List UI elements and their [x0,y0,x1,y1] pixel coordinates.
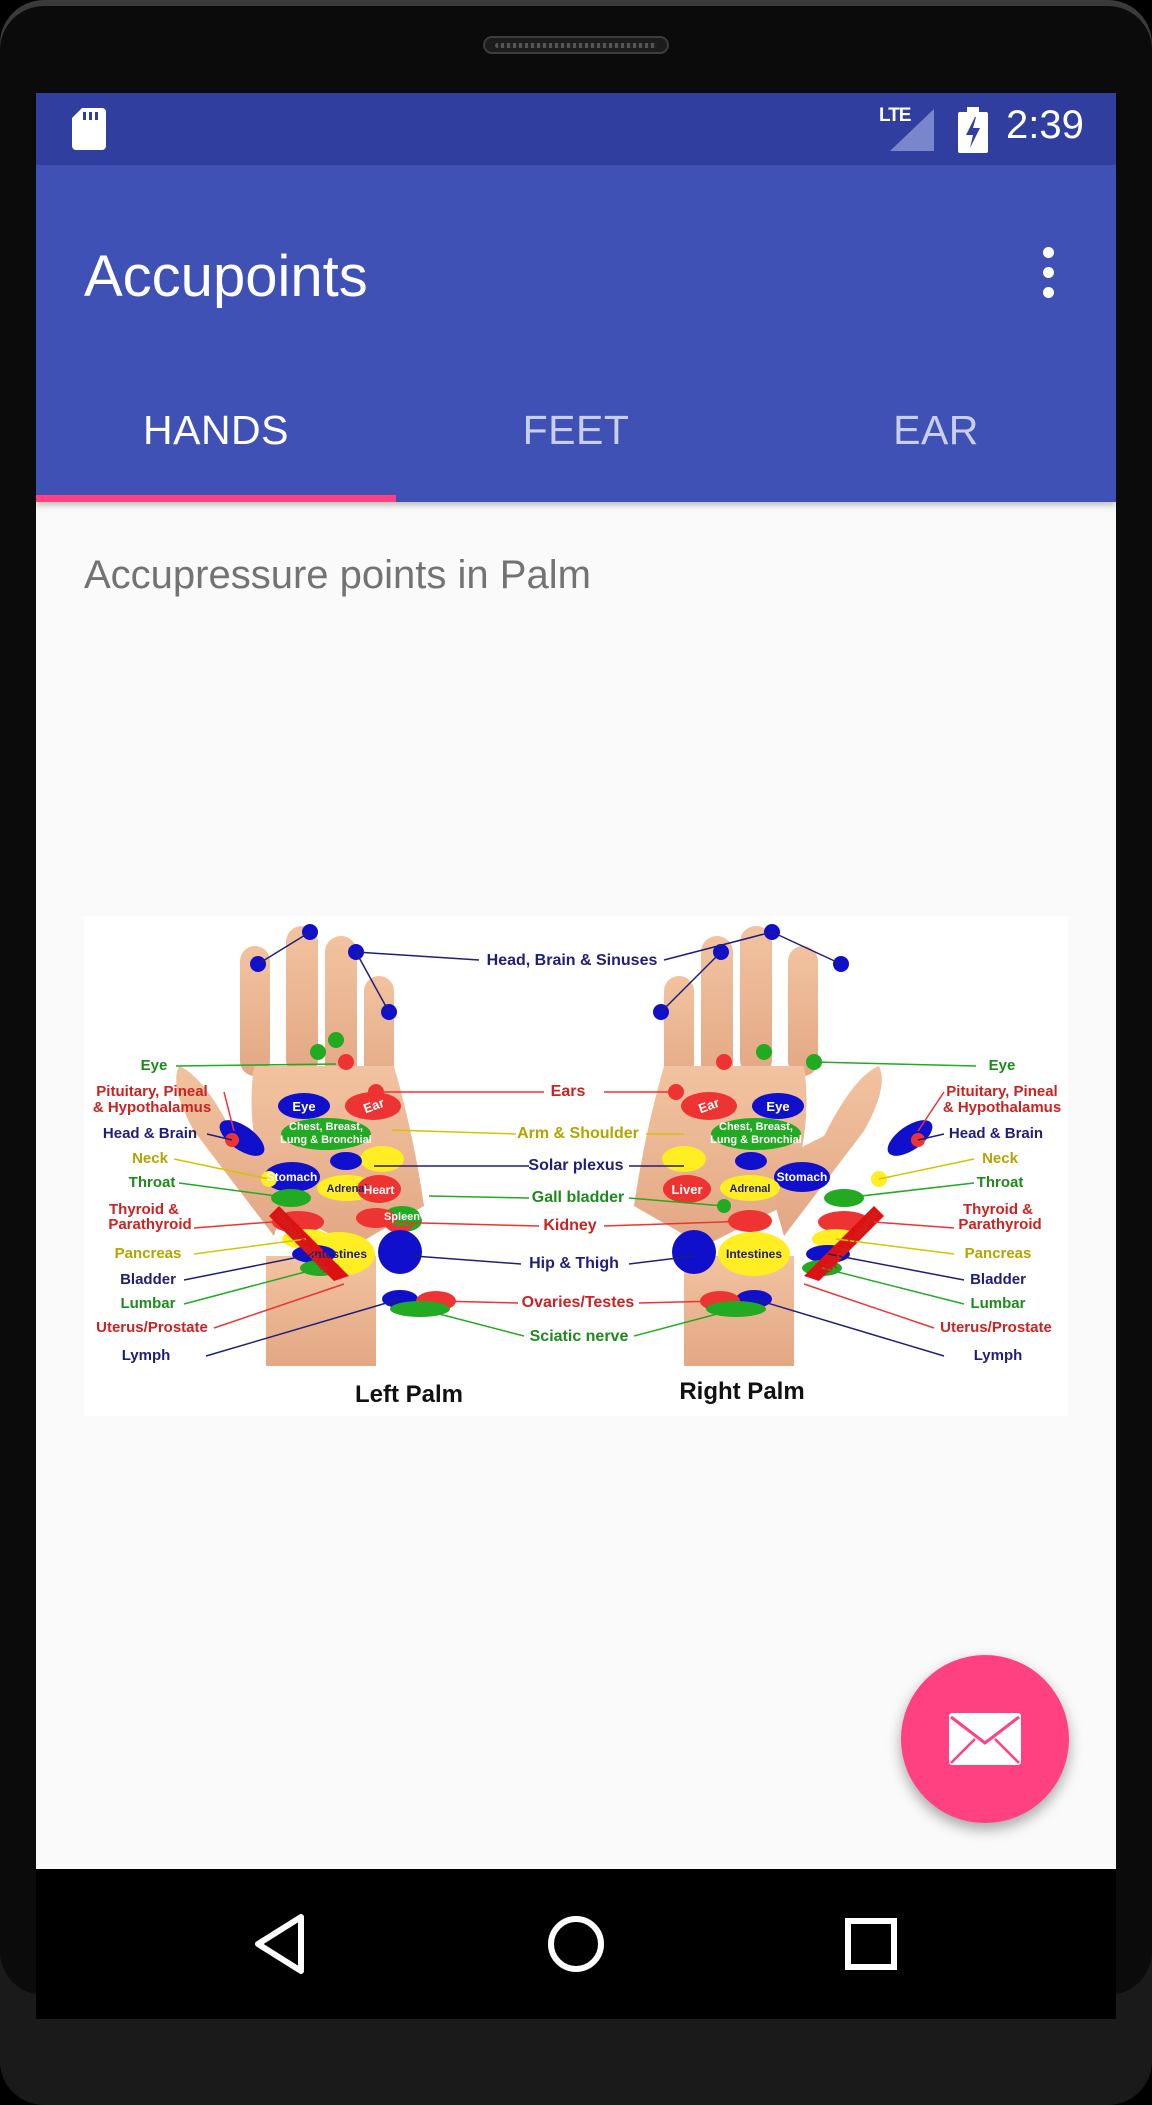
back-icon[interactable] [246,1909,316,1979]
svg-text:Heart: Heart [364,1183,395,1197]
svg-text:Neck: Neck [982,1150,1019,1167]
tab-indicator [36,495,396,502]
svg-text:Ear: Ear [361,1095,386,1116]
tab-feet[interactable]: FEET [522,407,630,453]
svg-text:Parathyroid: Parathyroid [108,1216,191,1233]
svg-text:Intestines: Intestines [311,1247,367,1261]
svg-text:Lymph: Lymph [974,1347,1023,1364]
label-solar-plexus: Solar plexus [528,1157,623,1174]
svg-text:Uterus/Prostate: Uterus/Prostate [96,1319,208,1336]
svg-text:Chest, Breast,: Chest, Breast, [289,1121,363,1133]
svg-text:Thyroid &: Thyroid & [963,1201,1033,1218]
right-side-labels: Eye Pituitary, Pineal & Hypothalamus Hea… [940,1057,1061,1364]
svg-text:Eye: Eye [766,1099,789,1114]
tab-ear[interactable]: EAR [893,407,979,453]
svg-text:Lumbar: Lumbar [120,1295,175,1312]
sd-card-icon [72,108,106,150]
svg-text:Lung & Bronchial: Lung & Bronchial [280,1134,372,1146]
svg-text:Throat: Throat [977,1174,1024,1191]
app-bar: Accupoints HANDS FEET EAR [36,165,1116,502]
label-hip-thigh: Hip & Thigh [529,1255,619,1272]
label-sciatic-nerve: Sciatic nerve [530,1328,629,1345]
app-title: Accupoints [84,244,368,309]
svg-text:Uterus/Prostate: Uterus/Prostate [940,1319,1052,1336]
svg-text:Neck: Neck [132,1150,169,1167]
svg-text:& Hypothalamus: & Hypothalamus [943,1099,1061,1116]
svg-text:Lymph: Lymph [122,1347,171,1364]
right-palm-caption: Right Palm [679,1378,804,1405]
label-connector-lines [173,931,977,1357]
svg-text:Lung & Bronchial: Lung & Bronchial [710,1134,802,1146]
svg-text:Eye: Eye [141,1057,168,1074]
status-bar: LTE 2:39 [36,93,1116,165]
svg-text:Spleen: Spleen [384,1211,420,1223]
earpiece-speaker [483,36,669,54]
label-head-brain-sinuses: Head, Brain & Sinuses [487,952,658,969]
svg-text:Pituitary, Pineal: Pituitary, Pineal [96,1083,207,1100]
label-arm-shoulder: Arm & Shoulder [517,1125,639,1142]
svg-text:Pancreas: Pancreas [115,1245,182,1262]
tab-hands[interactable]: HANDS [142,407,290,453]
svg-text:Eye: Eye [989,1057,1016,1074]
svg-text:Bladder: Bladder [120,1271,176,1288]
tab-bar: HANDS FEET EAR [36,365,1116,502]
screen: LTE 2:39 Accupoints HANDS FEET EAR Accup… [36,93,1116,1869]
svg-text:Pituitary, Pineal: Pituitary, Pineal [946,1083,1057,1100]
label-ovaries-testes: Ovaries/Testes [522,1294,635,1311]
label-gall-bladder: Gall bladder [532,1189,624,1206]
svg-text:Liver: Liver [671,1182,702,1197]
svg-text:Intestines: Intestines [726,1247,782,1261]
home-icon[interactable] [541,1909,611,1979]
center-labels: Head, Brain & Sinuses Ears Arm & Shoulde… [487,952,658,1345]
page-heading: Accupressure points in Palm [84,553,591,597]
left-palm-caption: Left Palm [355,1381,463,1408]
palm-accupressure-diagram: Head, Brain & Sinuses Ears Arm & Shoulde… [84,916,1068,1416]
battery-charging-icon [958,107,988,153]
network-type-label: LTE [879,105,912,126]
svg-text:Stomach: Stomach [267,1170,318,1184]
left-side-labels: Eye Pituitary, Pineal & Hypothalamus Hea… [93,1057,211,1364]
email-fab-button[interactable] [901,1655,1069,1823]
svg-text:Adrenal: Adrenal [327,1183,368,1195]
svg-text:Head & Brain: Head & Brain [103,1125,197,1142]
svg-text:Parathyroid: Parathyroid [958,1216,1041,1233]
svg-text:Chest, Breast,: Chest, Breast, [719,1121,793,1133]
recents-icon[interactable] [836,1909,906,1979]
svg-text:Throat: Throat [129,1174,176,1191]
svg-text:& Hypothalamus: & Hypothalamus [93,1099,211,1116]
svg-text:Pancreas: Pancreas [965,1245,1032,1262]
more-vert-icon[interactable] [1036,247,1060,307]
svg-text:Stomach: Stomach [777,1170,828,1184]
navigation-bar [36,1869,1116,2019]
label-kidney: Kidney [543,1217,596,1234]
status-time: 2:39 [1006,103,1084,147]
signal-icon [890,109,934,151]
email-icon [949,1713,1021,1765]
svg-text:Head & Brain: Head & Brain [949,1125,1043,1142]
svg-text:Thyroid &: Thyroid & [109,1201,179,1218]
svg-text:Eye: Eye [292,1099,315,1114]
svg-text:Lumbar: Lumbar [970,1295,1025,1312]
label-ears: Ears [551,1083,586,1100]
svg-text:Adrenal: Adrenal [730,1183,771,1195]
svg-text:Ear: Ear [696,1095,721,1116]
right-palm-points [653,924,933,1317]
svg-text:Bladder: Bladder [970,1271,1026,1288]
